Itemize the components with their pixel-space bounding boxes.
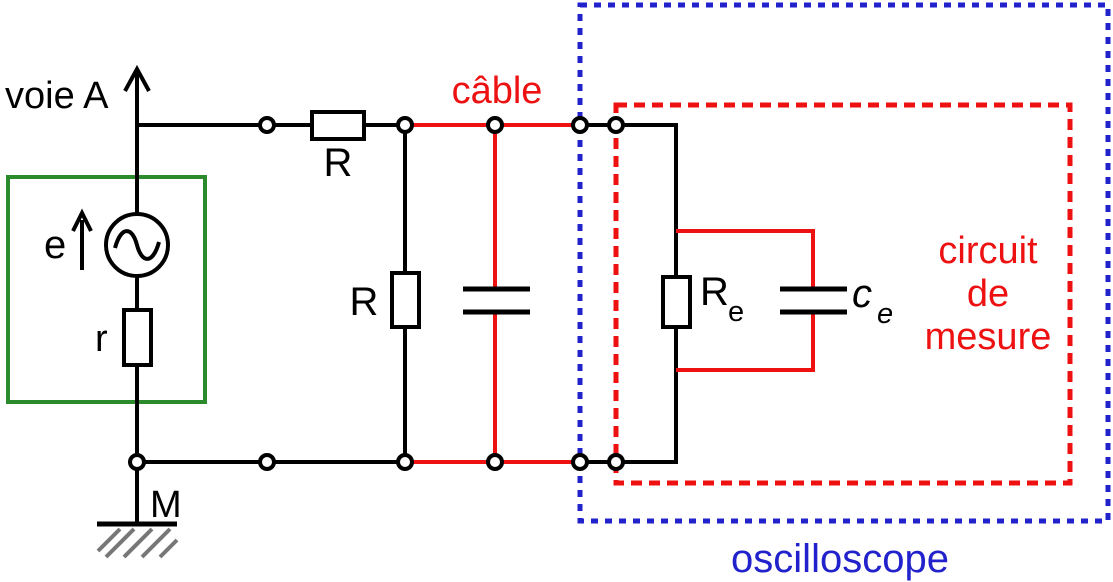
- node: [571, 453, 589, 471]
- input-resistor-label: R: [700, 270, 729, 314]
- source-box: [6, 175, 207, 404]
- measure-circuit-box: [613, 102, 1073, 486]
- cable-label: câble: [452, 70, 543, 112]
- node: [486, 116, 504, 134]
- node: [607, 453, 625, 471]
- ground-hatch-icon: [96, 527, 179, 559]
- node: [607, 116, 625, 134]
- series-resistor-R: [310, 110, 366, 141]
- shunt-resistor-R: [390, 271, 421, 329]
- oscilloscope-box: [577, 2, 1111, 524]
- red-wires: [405, 123, 815, 464]
- node: [486, 453, 504, 471]
- sine-wave-icon: [113, 229, 161, 261]
- ground-label: M: [150, 484, 182, 526]
- input-capacitor-loop: [676, 229, 815, 372]
- labels: voie A câble e r R R M R e c e circuit d…: [5, 70, 1051, 581]
- internal-resistor-r: [122, 308, 153, 367]
- node: [258, 453, 276, 471]
- shunt-resistor-label: R: [350, 280, 379, 324]
- connection-nodes: [128, 116, 625, 471]
- input-resistor-subscript: e: [728, 296, 744, 328]
- measure-label-line1: circuit: [938, 230, 1038, 272]
- oscilloscope-label: oscilloscope: [731, 537, 949, 581]
- series-resistor-label: R: [324, 141, 353, 185]
- measure-label-line3: mesure: [925, 316, 1052, 358]
- measure-label-line2: de: [967, 273, 1009, 315]
- input-capacitor-plates-icon: [780, 286, 847, 315]
- cable-capacitor-plates-icon: [463, 286, 530, 315]
- input-capacitor-subscript: e: [877, 298, 893, 330]
- node: [571, 116, 589, 134]
- input-resistor-Re: [661, 275, 692, 329]
- channel-label: voie A: [5, 75, 109, 117]
- voie-a-arrowhead-icon: [123, 64, 151, 92]
- ground-symbol: [96, 521, 179, 559]
- emf-label: e: [44, 223, 66, 267]
- input-capacitor-label: c: [852, 272, 872, 316]
- node: [128, 453, 146, 471]
- node: [258, 116, 276, 134]
- internal-resistance-label: r: [95, 318, 108, 360]
- node: [396, 453, 414, 471]
- emf-arrowhead-icon: [71, 208, 93, 232]
- components: [71, 110, 847, 367]
- node: [396, 116, 414, 134]
